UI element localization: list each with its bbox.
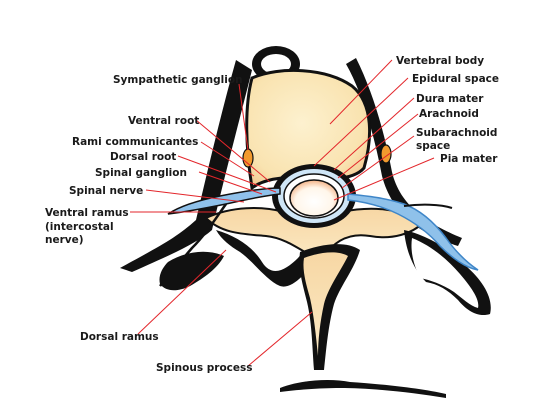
label-dorsal-root: Dorsal root bbox=[110, 151, 176, 163]
spinous-process bbox=[280, 244, 446, 398]
left-body-wall bbox=[120, 60, 252, 272]
leader-arachnoid bbox=[337, 113, 419, 179]
label-arachnoid: Arachnoid bbox=[419, 108, 479, 120]
right-transverse-process bbox=[404, 230, 491, 316]
label-pia-mater: Pia mater bbox=[440, 153, 498, 165]
leader-epidural-space bbox=[313, 77, 409, 167]
leader-dorsal-ramus bbox=[137, 249, 227, 335]
label-subarachnoid-space: Subarachnoid bbox=[416, 127, 497, 139]
spinal-canal bbox=[272, 164, 356, 228]
label-sympathetic-ganglion: Sympathetic ganglion bbox=[113, 74, 243, 86]
leader-vertebral-body bbox=[329, 59, 393, 125]
label-vertebral-body: Vertebral body bbox=[396, 55, 484, 67]
leader-rami-communicantes bbox=[200, 141, 255, 177]
left-sympathetic-ganglion bbox=[242, 148, 254, 168]
leader-ventral-root bbox=[195, 119, 271, 183]
leader-spinal-nerve bbox=[145, 189, 245, 203]
leader-dorsal-root bbox=[177, 155, 277, 193]
leader-sympathetic-ganglion bbox=[238, 83, 249, 151]
label-rami-communicantes: Rami communicantes bbox=[72, 136, 198, 148]
label-ventral-root: Ventral root bbox=[128, 115, 199, 127]
left-spinal-nerve bbox=[159, 187, 281, 287]
leader-pia-mater bbox=[333, 157, 435, 201]
label-ventral-ramus: Ventral ramus bbox=[45, 207, 129, 219]
label-spinous-process: Spinous process bbox=[156, 362, 253, 374]
label-subarachnoid-space-line2: space bbox=[416, 140, 450, 152]
left-dorsal-muscle bbox=[159, 251, 224, 291]
leader-spinal-ganglion bbox=[198, 171, 263, 195]
leader-spinous-process bbox=[247, 311, 313, 367]
label-ventral-ramus-line3: nerve) bbox=[45, 234, 84, 246]
label-epidural-space: Epidural space bbox=[412, 73, 499, 85]
leader-subarachnoid-space bbox=[341, 135, 415, 189]
label-spinal-nerve: Spinal nerve bbox=[69, 185, 143, 197]
leader-dura-mater bbox=[333, 97, 415, 171]
label-dura-mater: Dura mater bbox=[416, 93, 484, 105]
label-ventral-ramus-line2: (intercostal bbox=[45, 221, 114, 233]
right-spinal-nerve bbox=[347, 193, 479, 271]
label-spinal-ganglion: Spinal ganglion bbox=[95, 167, 187, 179]
right-body-wall bbox=[346, 58, 462, 246]
label-dorsal-ramus: Dorsal ramus bbox=[80, 331, 159, 343]
leader-lines bbox=[130, 59, 435, 367]
